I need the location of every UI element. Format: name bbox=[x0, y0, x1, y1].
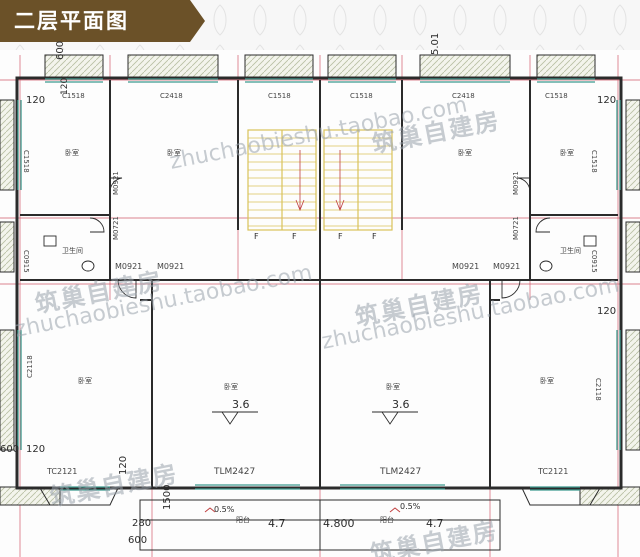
doors bbox=[89, 177, 551, 299]
plan-label-dim-47-r: 4.7 bbox=[426, 517, 444, 530]
planter-top-3 bbox=[244, 54, 314, 78]
plan-label-c2118-r: C2118 bbox=[594, 378, 602, 401]
plan-label-dim-600-bot: 600 bbox=[128, 535, 148, 546]
elevation-markers bbox=[212, 411, 418, 425]
planter-top-4 bbox=[327, 54, 397, 78]
plan-label-tc2121-r: TC2121 bbox=[538, 467, 569, 476]
plan-label-dim-120-l1: 120 bbox=[26, 95, 46, 106]
planter-right-1 bbox=[625, 99, 640, 191]
planter-left-3 bbox=[0, 329, 15, 451]
plan-label-stair-f4: F bbox=[372, 232, 377, 241]
plan-label-dim-4800: 4.800 bbox=[323, 517, 355, 530]
planter-bottom-2 bbox=[579, 486, 640, 506]
door-bath-right bbox=[535, 217, 551, 233]
title-banner bbox=[0, 0, 205, 42]
plan-label-stair-f2: F bbox=[292, 232, 297, 241]
planter-left-2 bbox=[0, 221, 15, 273]
plan-label-dim-280: 280 bbox=[132, 518, 152, 529]
plan-label-dim-c2418-r: C2418 bbox=[452, 92, 475, 100]
plan-label-dim-47-l: 4.7 bbox=[268, 517, 286, 530]
plan-label-m0921-h3: M0921 bbox=[452, 262, 480, 271]
door-bath-left bbox=[89, 217, 105, 233]
plan-label-m0721-r: M0721 bbox=[512, 216, 520, 240]
plan-label-dim-120-r1: 120 bbox=[597, 95, 617, 106]
plan-label-dim-c1518-l: C1518 bbox=[62, 92, 85, 100]
plan-label-room-big-l: 卧室 bbox=[224, 383, 238, 391]
plan-label-c0915-l: C0915 bbox=[22, 250, 30, 273]
plan-label-m0921-h1: M0921 bbox=[115, 262, 143, 271]
plan-label-dim-120-rb: 120 bbox=[597, 306, 617, 317]
door-bed-right bbox=[517, 177, 531, 193]
plan-label-elev-r: 3.6 bbox=[392, 398, 410, 411]
staircase-right bbox=[323, 129, 393, 231]
plan-label-m0921-vl: M0921 bbox=[112, 171, 120, 195]
bay-windows bbox=[39, 487, 601, 506]
plan-label-room-bed-r2: 卧室 bbox=[560, 149, 574, 157]
plan-label-stair-f1: F bbox=[254, 232, 259, 241]
planter-top-5 bbox=[419, 54, 511, 78]
plan-label-bath-r: 卫生间 bbox=[560, 247, 581, 255]
plan-label-m0921-h4: M0921 bbox=[493, 262, 521, 271]
door-bed-big-right bbox=[501, 279, 521, 299]
plan-label-tc2121-l: TC2121 bbox=[47, 467, 78, 476]
staircase-left bbox=[247, 129, 317, 231]
plan-label-room-side-l: 卧室 bbox=[78, 377, 92, 385]
stair-treads bbox=[248, 137, 392, 227]
planter-left-1 bbox=[0, 99, 15, 191]
plan-label-room-bed-r: 卧室 bbox=[458, 149, 472, 157]
planter-right-3 bbox=[625, 329, 640, 451]
plan-label-dim-5-01: 5.01 bbox=[430, 32, 441, 55]
plan-label-c2118-l: C2118 bbox=[26, 355, 34, 378]
plan-label-m0921-h2: M0921 bbox=[157, 262, 185, 271]
plan-label-c1518-vl: C1518 bbox=[22, 150, 30, 173]
plan-label-room-bed-l: 卧室 bbox=[65, 149, 79, 157]
plan-label-tlm-l: TLM2427 bbox=[214, 467, 256, 477]
plan-label-bath-l: 卫生间 bbox=[62, 247, 83, 255]
plan-label-slope-l: 0.5% bbox=[214, 505, 235, 514]
plan-label-room-bed-l2: 卧室 bbox=[167, 149, 181, 157]
plan-label-room-big-r: 卧室 bbox=[386, 383, 400, 391]
plan-label-dim-600-left: 600 bbox=[0, 444, 20, 455]
planter-top-1 bbox=[44, 54, 104, 78]
planter-top-6 bbox=[536, 54, 596, 78]
balcony bbox=[139, 499, 501, 551]
plan-label-stair-f3: F bbox=[338, 232, 343, 241]
window-openings bbox=[17, 78, 621, 491]
planter-top-2 bbox=[127, 54, 219, 78]
plan-label-dim-120-left: 120 bbox=[26, 444, 46, 455]
door-bed-big-left bbox=[117, 279, 137, 299]
window-planters bbox=[0, 54, 640, 506]
plan-label-c0915-r: C0915 bbox=[590, 250, 598, 273]
plan-label-dim-1500: 1500 bbox=[162, 484, 173, 510]
planter-bottom-1 bbox=[0, 486, 61, 506]
plan-label-dim-120-bot: 120 bbox=[118, 455, 129, 475]
plan-label-dim-c1518-r: C1518 bbox=[545, 92, 568, 100]
plan-label-c1518-vr: C1518 bbox=[590, 150, 598, 173]
interior-walls bbox=[20, 80, 618, 487]
plan-label-room-side-r: 卧室 bbox=[540, 377, 554, 385]
door-bed-left bbox=[109, 177, 123, 193]
plan-label-dim-c1518-sl: C1518 bbox=[268, 92, 291, 100]
plan-label-m0921-vr: M0921 bbox=[512, 171, 520, 195]
plan-label-balcony-r: 阳台 bbox=[380, 516, 394, 524]
exterior-walls bbox=[15, 76, 623, 490]
toilet-fixtures bbox=[43, 235, 597, 272]
stair-arrows bbox=[295, 150, 345, 212]
plan-label-tlm-r: TLM2427 bbox=[380, 467, 422, 477]
plan-label-balcony-l: 阳台 bbox=[236, 516, 250, 524]
drawing-title: 二层平面图 bbox=[14, 9, 129, 33]
plan-label-dim-c2418-l: C2418 bbox=[160, 92, 183, 100]
plan-label-dim-600-top: 600 bbox=[55, 40, 66, 60]
plan-label-elev-l: 3.6 bbox=[232, 398, 250, 411]
plan-label-slope-r: 0.5% bbox=[400, 502, 421, 511]
plan-label-dim-c1518-sr: C1518 bbox=[350, 92, 373, 100]
plan-label-m0721-l: M0721 bbox=[112, 216, 120, 240]
planter-right-2 bbox=[625, 221, 640, 273]
